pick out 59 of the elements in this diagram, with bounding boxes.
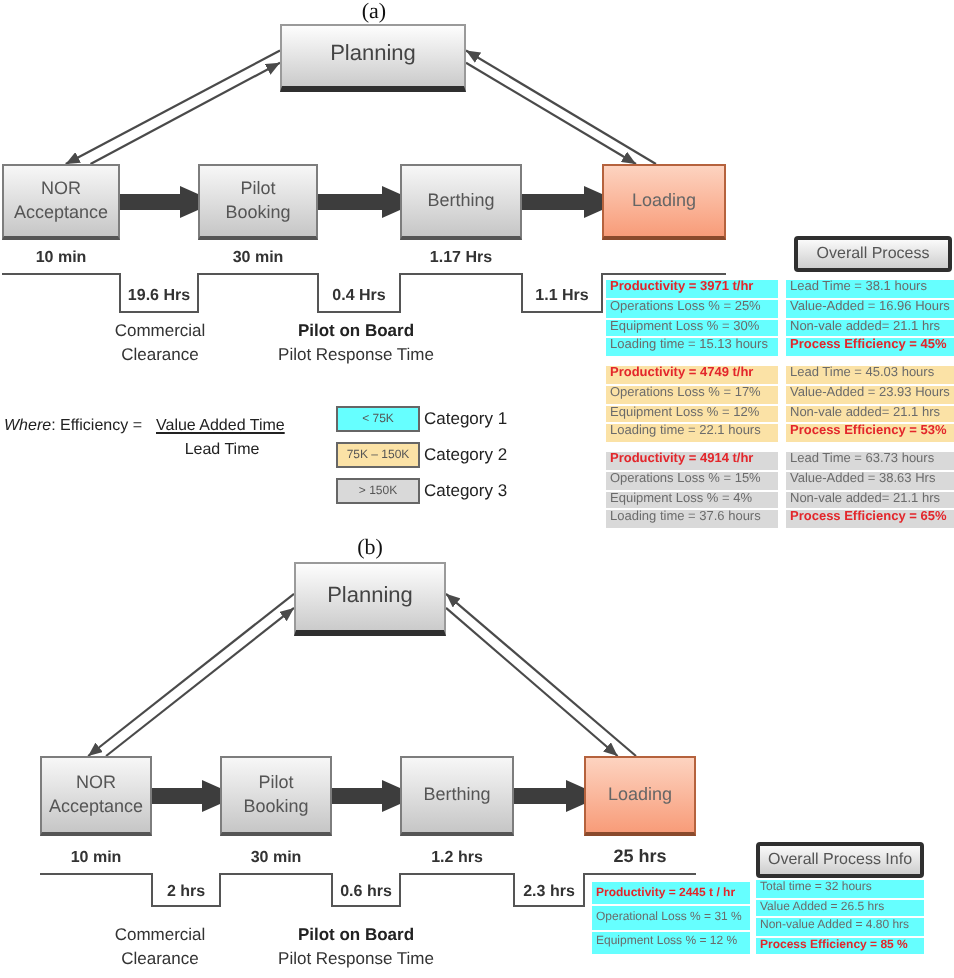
process-label: Berthing	[427, 189, 495, 213]
process-label: Pilot Booking	[225, 178, 291, 224]
wait-time-label: 1.1 Hrs	[535, 286, 589, 306]
header-label: Overall Process Info	[767, 850, 913, 870]
arrow	[105, 607, 295, 757]
formula-text: Where: Efficiency =	[4, 414, 142, 436]
step-caption: Pilot Response Time	[278, 947, 434, 970]
process-label: NOR Acceptance	[48, 772, 144, 818]
duration-label: 25 hrs	[613, 846, 667, 866]
legend-label: Category 2	[424, 442, 508, 468]
duration-label: 1.17 Hrs	[429, 248, 493, 268]
process-label: Berthing	[423, 783, 491, 807]
step-caption: Pilot on Board	[297, 320, 415, 343]
process-box	[280, 24, 466, 92]
formula-numerator: Value Added Time	[156, 414, 285, 436]
step-caption: Pilot on Board	[297, 924, 415, 947]
process-label: Pilot Booking	[243, 772, 309, 818]
metrics-panel	[606, 452, 778, 528]
wait-time-label: 0.4 Hrs	[332, 286, 386, 306]
wait-time-label: 2.3 hrs	[523, 882, 575, 902]
wait-time-label: 19.6 Hrs	[127, 286, 191, 306]
duration-label: 10 min	[35, 248, 87, 268]
arrow	[90, 61, 281, 165]
metrics-panel	[592, 882, 750, 954]
duration-label: 30 min	[232, 248, 284, 268]
duration-label: 1.2 hrs	[431, 848, 483, 868]
header-label: Overall Process	[816, 244, 930, 264]
process-label: Loading	[631, 189, 697, 213]
metrics-panel	[606, 280, 778, 356]
formula-denominator: Lead Time	[184, 438, 260, 460]
arrow	[445, 593, 637, 757]
header-box	[794, 236, 952, 272]
wait-time-label: 0.6 hrs	[340, 882, 392, 902]
metrics-panel	[756, 880, 924, 954]
step-caption: Commercial Clearance	[114, 320, 206, 366]
process-label: NOR Acceptance	[13, 178, 109, 224]
legend-label: Category 3	[424, 478, 508, 504]
step-caption: Pilot Response Time	[278, 343, 434, 366]
metrics-panel	[786, 452, 954, 528]
metrics-panel	[786, 280, 954, 356]
duration-label: 10 min	[70, 848, 122, 868]
legend-label: Category 1	[424, 406, 508, 432]
process-label: Planning	[327, 583, 413, 611]
metrics-panel	[786, 366, 954, 442]
arrow	[87, 592, 295, 757]
wait-time-label: 2 hrs	[166, 882, 206, 902]
header-box	[756, 842, 924, 878]
process-label: Loading	[607, 783, 673, 807]
process-label: Planning	[330, 42, 416, 70]
panel-label: (a)	[361, 0, 387, 24]
process-box	[294, 562, 446, 636]
arrow	[465, 49, 657, 165]
highlighted-process-box	[602, 164, 726, 240]
arrow	[445, 607, 619, 757]
arrow	[465, 61, 637, 165]
step-caption: Commercial Clearance	[114, 924, 206, 970]
metrics-panel	[606, 366, 778, 442]
arrow	[65, 49, 281, 165]
duration-label: 30 min	[250, 848, 302, 868]
